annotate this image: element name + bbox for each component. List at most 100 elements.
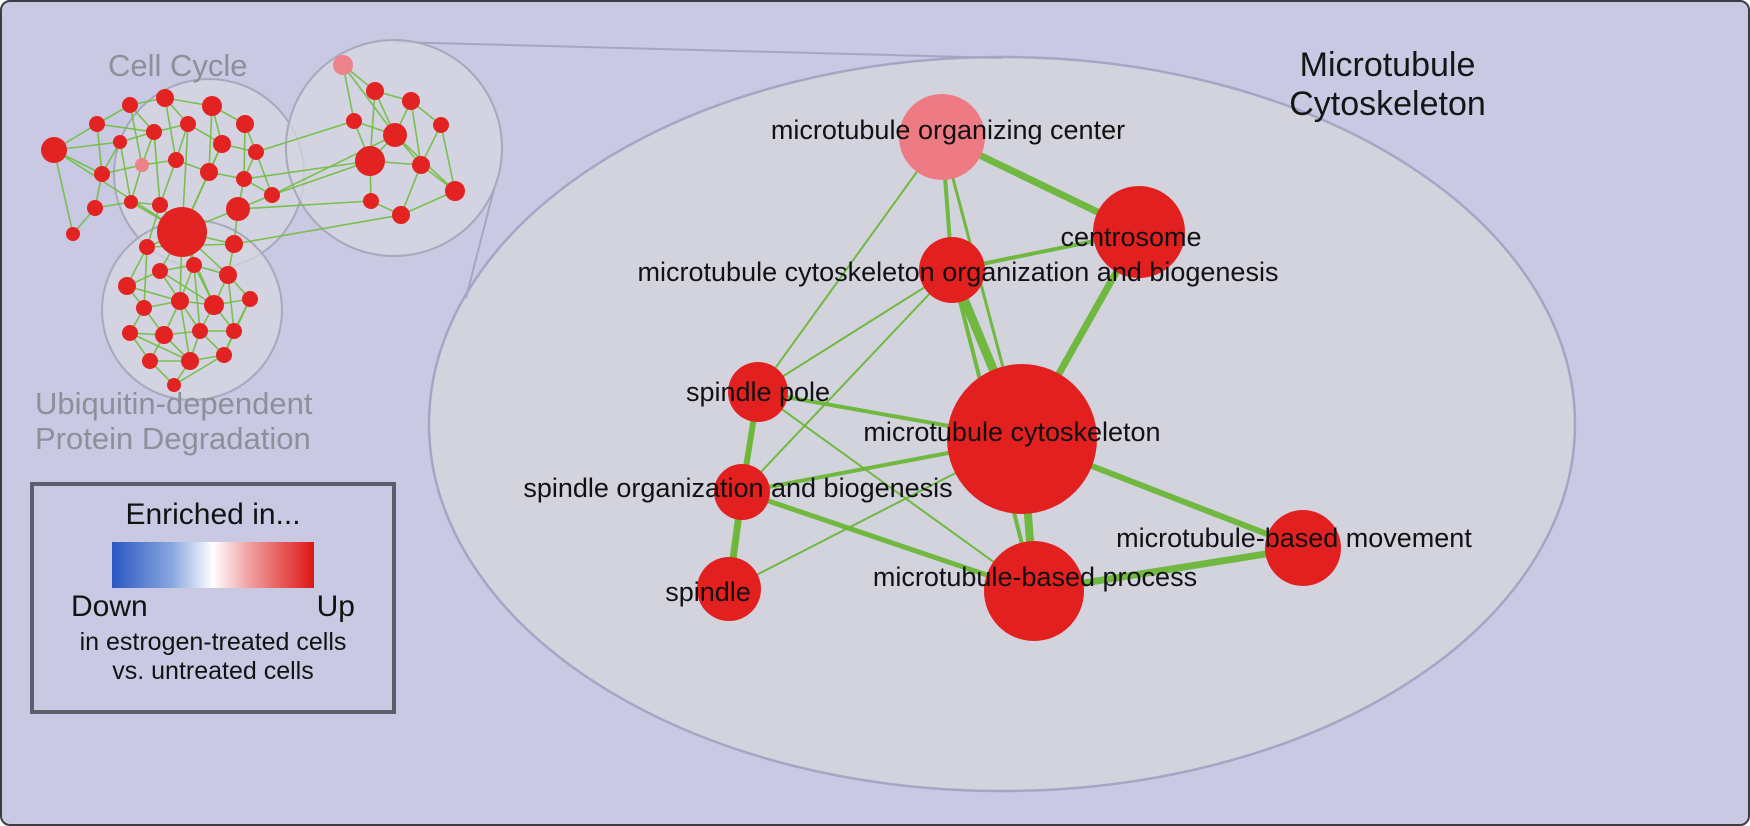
overview-node [226, 323, 242, 339]
overview-edge [173, 354, 225, 386]
overview-edge [237, 200, 372, 210]
detail-node-label-moc: microtubule organizing center [771, 115, 1125, 145]
detail-node-mc [947, 364, 1097, 514]
overview-node [142, 353, 158, 369]
detail-node-label-centrosome: centrosome [1060, 222, 1201, 252]
overview-node [168, 152, 184, 168]
zoom-connector-line [393, 41, 1003, 59]
detail-edge-moc-spole [757, 136, 943, 393]
legend-subtitle-line2: vs. untreated cells [112, 657, 314, 685]
detail-edge-mcob-sorg [741, 269, 953, 493]
overview-node [180, 116, 196, 132]
overview-node [236, 115, 254, 133]
overview-edge [271, 134, 396, 196]
overview-edge [129, 104, 143, 166]
overview-node [136, 300, 152, 316]
overview-edge [153, 131, 161, 206]
overview-edge [255, 120, 355, 153]
overview-node [152, 197, 168, 213]
overview-node [157, 207, 207, 257]
overview-node [146, 124, 162, 140]
overview-edge [179, 300, 191, 362]
detail-title-line1: Microtubule [1299, 46, 1476, 84]
detail-node-label-spindle: spindle [665, 577, 751, 607]
overview-node [412, 156, 430, 174]
legend-title: Enriched in... [125, 498, 301, 531]
cluster-label-ubiquitin: Ubiquitin-dependent Protein Degradation [35, 386, 313, 456]
cluster-label-cell-cycle: Cell Cycle [108, 48, 248, 83]
detail-node-label-mbm: microtubule-based movement [1116, 523, 1472, 553]
overview-node [392, 206, 410, 224]
overview-edge [164, 97, 177, 161]
overview-node [200, 163, 218, 181]
overview-node [346, 113, 362, 129]
detail-node-centrosome [1093, 186, 1185, 278]
detail-edge-mcob-spole [757, 269, 953, 393]
overview-node [124, 195, 138, 209]
overview-node [118, 277, 136, 295]
overview-edge [119, 141, 132, 203]
overview-edge [410, 100, 422, 166]
detail-node-spole [728, 362, 788, 422]
overview-node [236, 171, 252, 187]
overview-node [402, 92, 420, 110]
cluster-circle-microtubule-cytoskeleton-mini [285, 39, 503, 257]
overview-node [204, 295, 224, 315]
legend-endpoint-labels: Down Up [71, 590, 355, 624]
overview-node [94, 166, 110, 182]
overview-edge [159, 270, 215, 306]
detail-node-mbm [1265, 510, 1341, 586]
overview-node [355, 146, 385, 176]
detail-node-sorg [714, 464, 770, 520]
overview-edge [227, 274, 235, 332]
detail-node-label-mc: microtubule cytoskeleton [863, 417, 1160, 447]
overview-node [383, 123, 407, 147]
overview-node [264, 187, 280, 203]
detail-node-label-sorg: spindle organization and biogenesis [523, 473, 952, 503]
detail-cluster-title: Microtubule Cytoskeleton [1245, 46, 1530, 124]
detail-edge-spole-mbp [757, 391, 1035, 592]
overview-node [226, 197, 250, 221]
overview-node [186, 257, 202, 273]
overview-edge [208, 105, 213, 173]
zoom-connector-line [465, 184, 496, 299]
overview-edge [243, 160, 371, 180]
legend-gradient-bar [112, 542, 314, 588]
overview-edge [243, 123, 246, 180]
overview-node [363, 193, 379, 209]
detail-title-line2: Cytoskeleton [1289, 85, 1486, 123]
overview-node [135, 158, 149, 172]
detail-node-label-spole: spindle pole [686, 377, 830, 407]
overview-node [66, 227, 80, 241]
detail-node-spindle [697, 557, 761, 621]
overview-edge [271, 160, 371, 196]
overview-node [122, 325, 138, 341]
overview-edge [96, 123, 155, 133]
overview-node [181, 352, 199, 370]
overview-node [248, 144, 264, 160]
overview-edge [129, 332, 191, 362]
detail-node-mbp [984, 541, 1084, 641]
detail-node-label-mcob: microtubule cytoskeleton organization an… [638, 257, 1279, 287]
overview-node [219, 266, 237, 284]
overview-edge [53, 149, 74, 235]
overview-edge [233, 214, 402, 245]
overview-node [87, 200, 103, 216]
overview-node [41, 137, 67, 163]
overview-node [89, 116, 105, 132]
legend-down-label: Down [71, 590, 148, 623]
detail-edge-sorg-mbp [739, 489, 1037, 594]
overview-node [213, 135, 231, 153]
overview-node [113, 135, 127, 149]
overview-node [122, 97, 138, 113]
overview-edge [440, 124, 456, 192]
detail-node-mcob [919, 237, 985, 303]
overview-node [152, 263, 168, 279]
detail-node-label-mbp: microtubule-based process [873, 562, 1197, 592]
overview-node [242, 291, 258, 307]
overview-node [225, 235, 243, 253]
overview-node [192, 323, 208, 339]
overview-edge [96, 123, 103, 175]
detail-node-moc [899, 94, 985, 180]
